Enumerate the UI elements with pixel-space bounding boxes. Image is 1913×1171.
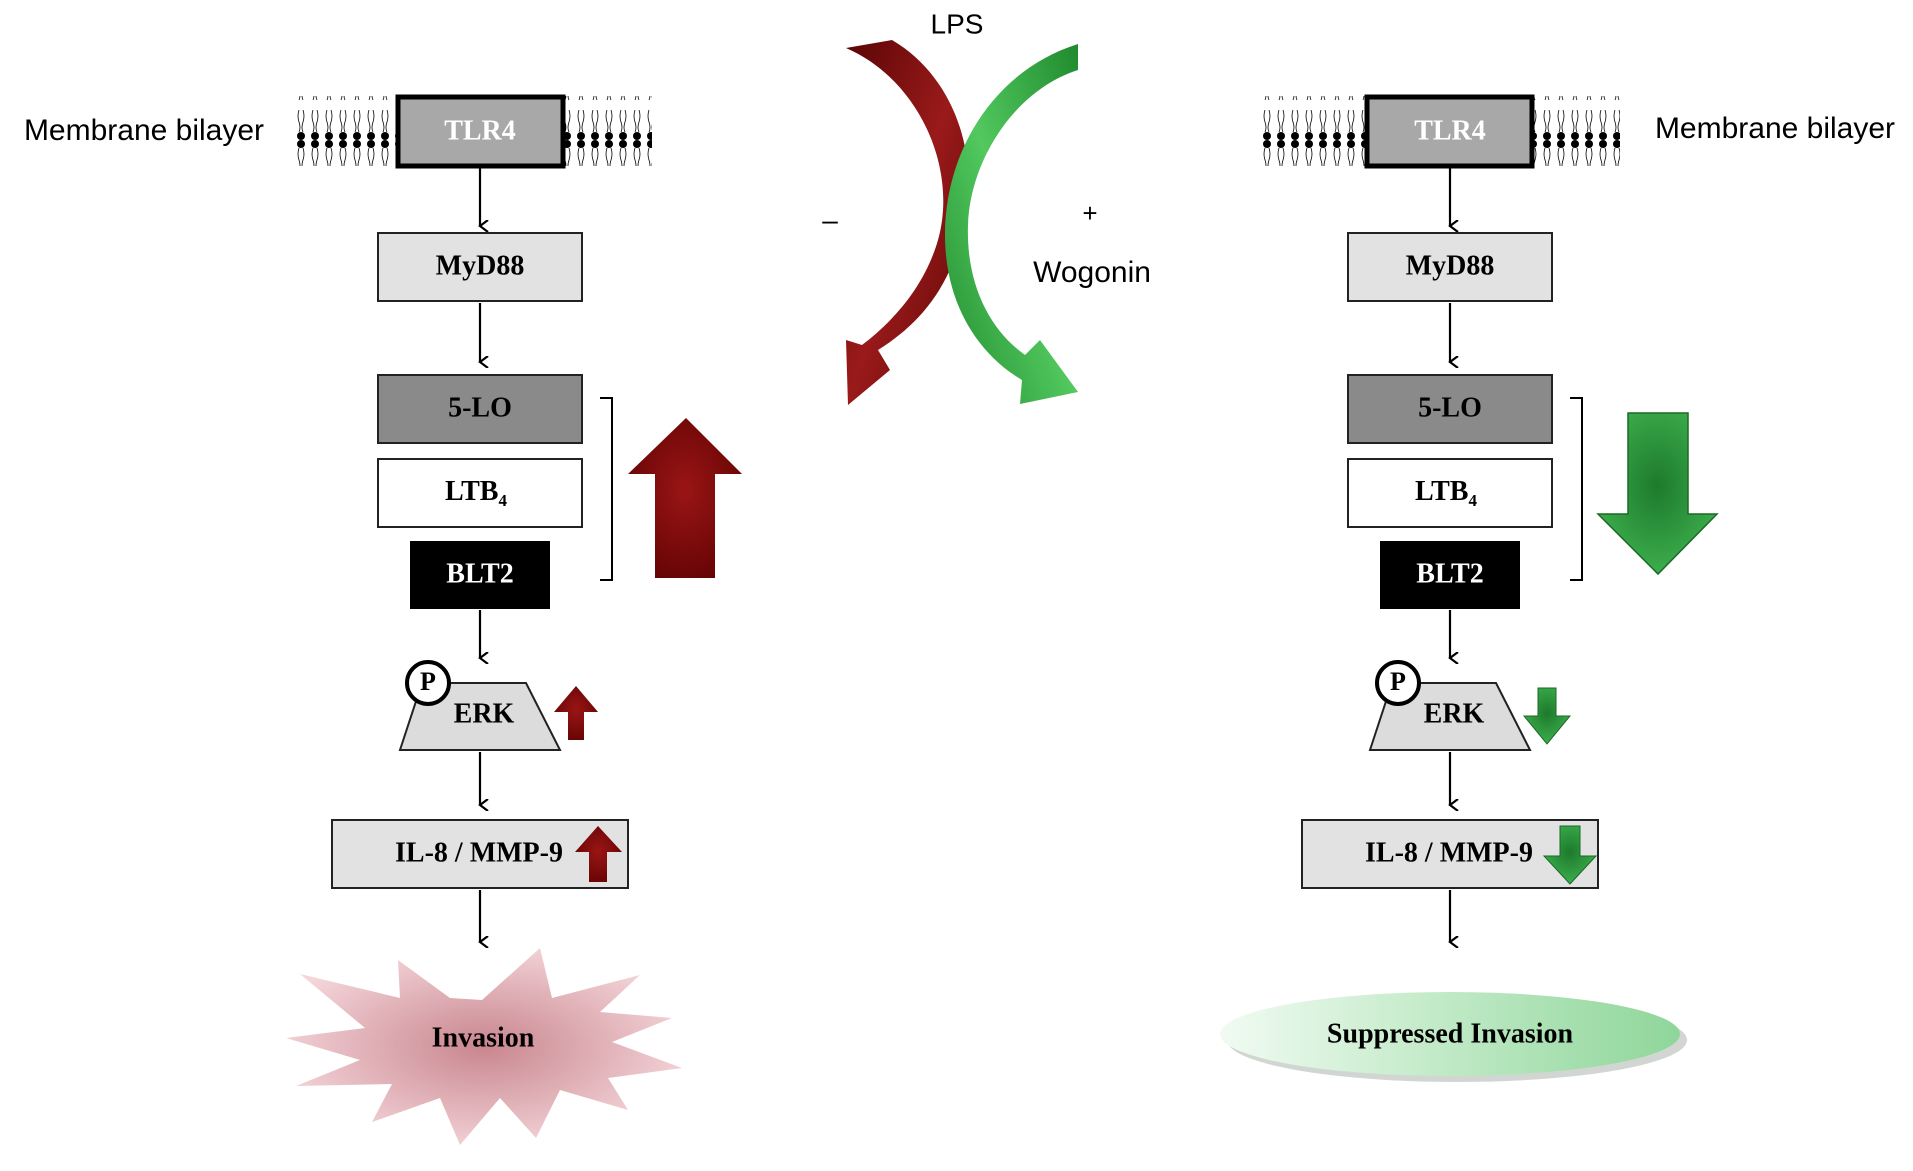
myd88-label-right: MyD88 — [1406, 250, 1495, 281]
minus-sign: – — [822, 204, 838, 235]
membrane-label-right: Membrane bilayer — [1655, 112, 1895, 145]
phospho-label-right: P — [1390, 667, 1406, 696]
big-down-arrow-right — [1596, 412, 1719, 576]
il8-mmp9-label-right: IL-8 / MMP-9 — [1365, 837, 1533, 868]
phospho-label-left: P — [420, 667, 436, 696]
5lo-box-left — [377, 374, 583, 444]
small-down-arrow-erk-right — [1522, 687, 1572, 745]
plus-sign: + — [1082, 198, 1097, 228]
invasion-label: Invasion — [432, 1022, 535, 1053]
right-pathway: Membrane bilayer TLR4 MyD88 5-LO LTB4 BL… — [1220, 94, 1895, 1082]
myd88-box-right — [1347, 232, 1553, 302]
big-up-arrow-left — [628, 418, 742, 578]
5lo-label-right: 5-LO — [1418, 392, 1482, 423]
il8-mmp9-label-left: IL-8 / MMP-9 — [395, 837, 563, 868]
tlr4-label-left: TLR4 — [444, 115, 516, 146]
blt2-label-right: BLT2 — [1416, 558, 1483, 589]
bracket-right — [1570, 397, 1583, 581]
5lo-label-left: 5-LO — [448, 392, 512, 423]
ltb4-label-right: LTB4 — [1415, 476, 1477, 509]
myd88-box-left — [377, 232, 583, 302]
ltb4-box-right — [1347, 458, 1553, 528]
crossing-arrows: LPS – + Wogonin — [822, 8, 1151, 405]
phospho-circle-left — [405, 660, 451, 706]
blt2-box-left — [410, 541, 550, 609]
wogonin-label: Wogonin — [1033, 256, 1151, 289]
lps-label: LPS — [931, 8, 984, 39]
membrane-bilayer-left — [294, 96, 652, 166]
small-up-arrow-il8-left — [575, 826, 622, 882]
bracket-left — [600, 397, 613, 581]
il8-mmp9-box-right — [1301, 819, 1599, 889]
erk-label-left: ERK — [454, 698, 515, 729]
blt2-label-left: BLT2 — [446, 558, 513, 589]
left-pathway: Membrane bilayer TLR4 MyD88 5-LO LTB4 BL… — [24, 94, 742, 1145]
il8-mmp9-box-left — [331, 819, 629, 889]
myd88-label-left: MyD88 — [436, 250, 525, 281]
blt2-box-right — [1380, 541, 1520, 609]
small-up-arrow-erk-left — [554, 686, 598, 740]
green-curved-arrow — [945, 44, 1078, 404]
invasion-starburst — [286, 948, 682, 1145]
red-curved-arrow — [846, 40, 969, 405]
tlr4-box-right — [1364, 94, 1535, 169]
5lo-box-right — [1347, 374, 1553, 444]
phospho-circle-right — [1375, 660, 1421, 706]
ltb4-label-left: LTB4 — [445, 476, 507, 509]
membrane-label-left: Membrane bilayer — [24, 114, 264, 147]
tlr4-label-right: TLR4 — [1414, 115, 1486, 146]
suppressed-invasion-label: Suppressed Invasion — [1327, 1018, 1574, 1049]
ltb4-box-left — [377, 458, 583, 528]
suppressed-invasion-ellipse — [1220, 992, 1680, 1076]
erk-label-right: ERK — [1424, 698, 1485, 729]
membrane-bilayer-right — [1262, 96, 1620, 166]
tlr4-box-left — [395, 94, 566, 169]
small-down-arrow-il8-right — [1542, 825, 1598, 885]
